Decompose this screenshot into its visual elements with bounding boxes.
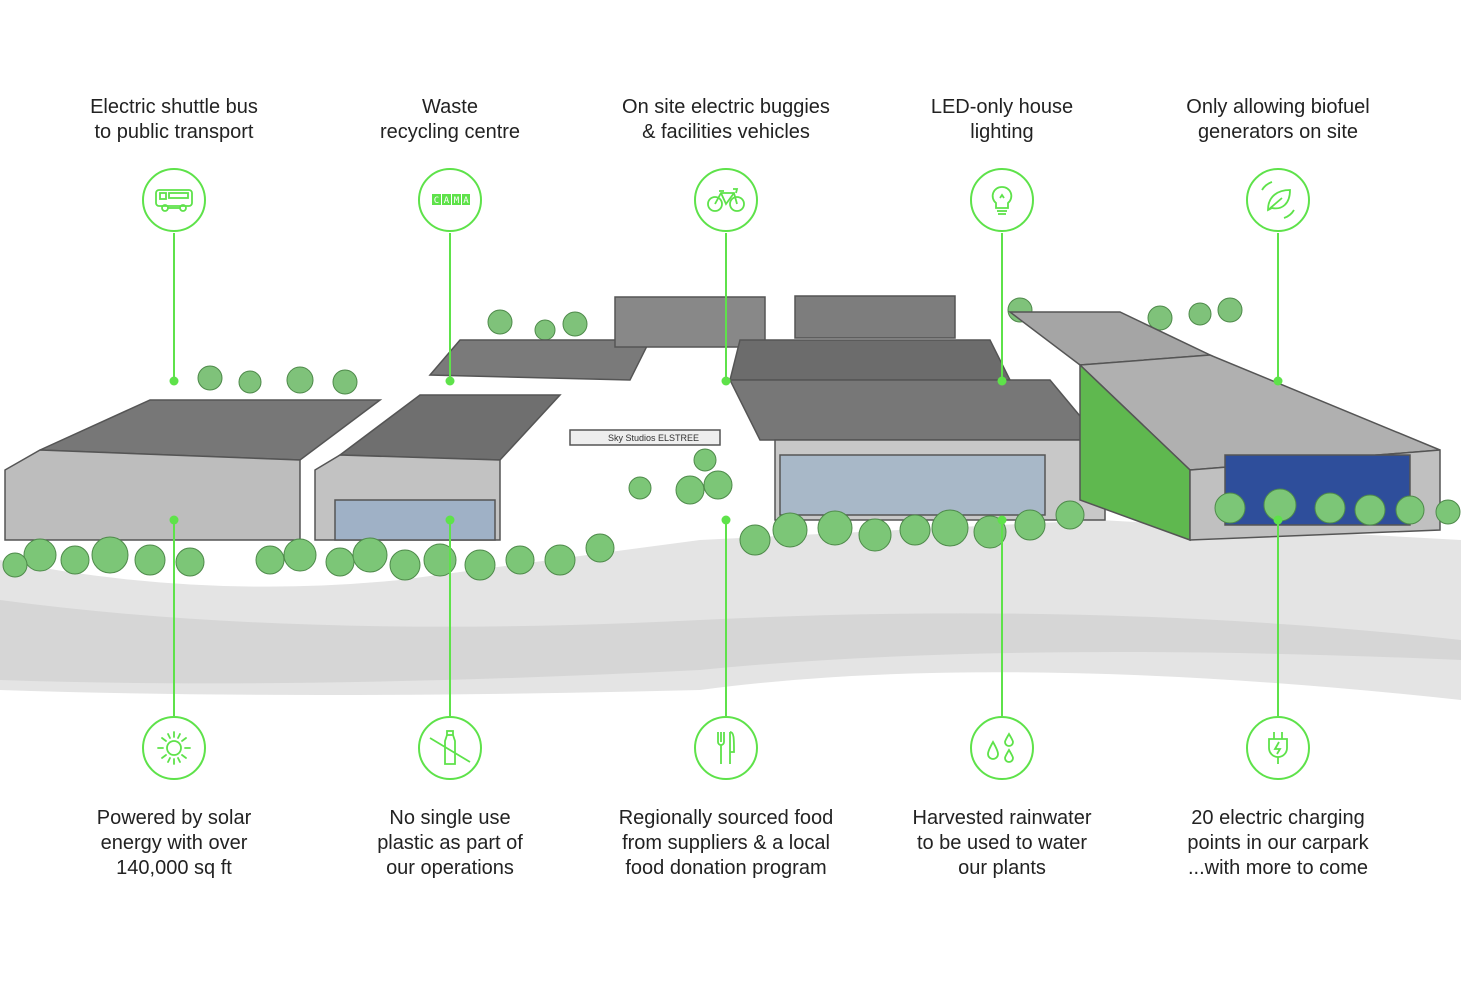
connector-lines	[169, 233, 1283, 716]
svg-text:M: M	[454, 196, 460, 206]
bicycle-icon	[694, 168, 758, 232]
ev-plug-icon	[1246, 716, 1310, 780]
water-drops-icon	[970, 716, 1034, 780]
svg-text:A: A	[444, 196, 450, 206]
fork-knife-icon	[694, 716, 758, 780]
lightbulb-icon	[970, 168, 1034, 232]
no-plastic-bottle-icon	[418, 716, 482, 780]
label-electric-buggies: On site electric buggies& facilities veh…	[622, 96, 830, 143]
leaf-recycle-icon	[1246, 168, 1310, 232]
bus-icon	[142, 168, 206, 232]
studio-sign: Sky Studios ELSTREE	[608, 433, 699, 443]
sun-icon	[142, 716, 206, 780]
svg-text:C: C	[434, 196, 439, 206]
svg-text:A: A	[463, 196, 469, 206]
